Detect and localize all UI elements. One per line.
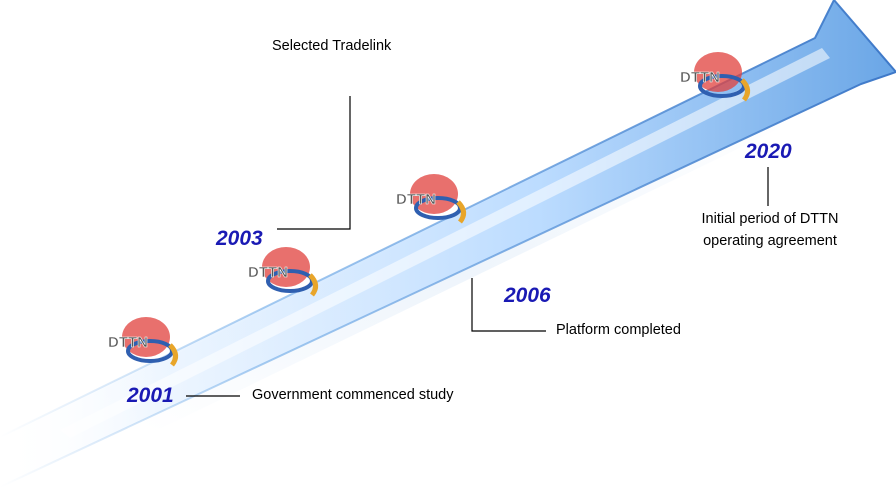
arrow-highlight	[60, 48, 830, 438]
label-government-commenced-study: Government commenced study	[252, 387, 454, 403]
dttn-logo-3: DTTN	[396, 174, 466, 224]
label-selected-tradelink: Selected Tradelink	[272, 38, 392, 54]
label-initial-period-line2: operating agreement	[703, 233, 837, 249]
dttn-logo-4: DTTN	[680, 52, 750, 102]
year-2001: 2001	[127, 384, 174, 407]
leader-2003	[277, 96, 351, 230]
year-2003: 2003	[216, 227, 263, 250]
label-initial-period: Initial period of DTTN operating agreeme…	[672, 208, 868, 252]
dttn-logo-1: DTTN	[108, 317, 178, 367]
label-platform-completed: Platform completed	[556, 322, 681, 338]
dttn-logo-1-text: DTTN	[108, 334, 148, 351]
leader-lines	[186, 96, 769, 397]
leader-2006	[471, 278, 546, 332]
dttn-logo-2-text: DTTN	[248, 264, 288, 281]
year-2006: 2006	[504, 284, 551, 307]
dttn-logo-4-text: DTTN	[680, 69, 720, 86]
label-initial-period-line1: Initial period of DTTN	[701, 211, 839, 227]
dttn-logo-2: DTTN	[248, 247, 318, 297]
dttn-logo-3-text: DTTN	[396, 191, 436, 208]
year-2020: 2020	[745, 140, 792, 163]
